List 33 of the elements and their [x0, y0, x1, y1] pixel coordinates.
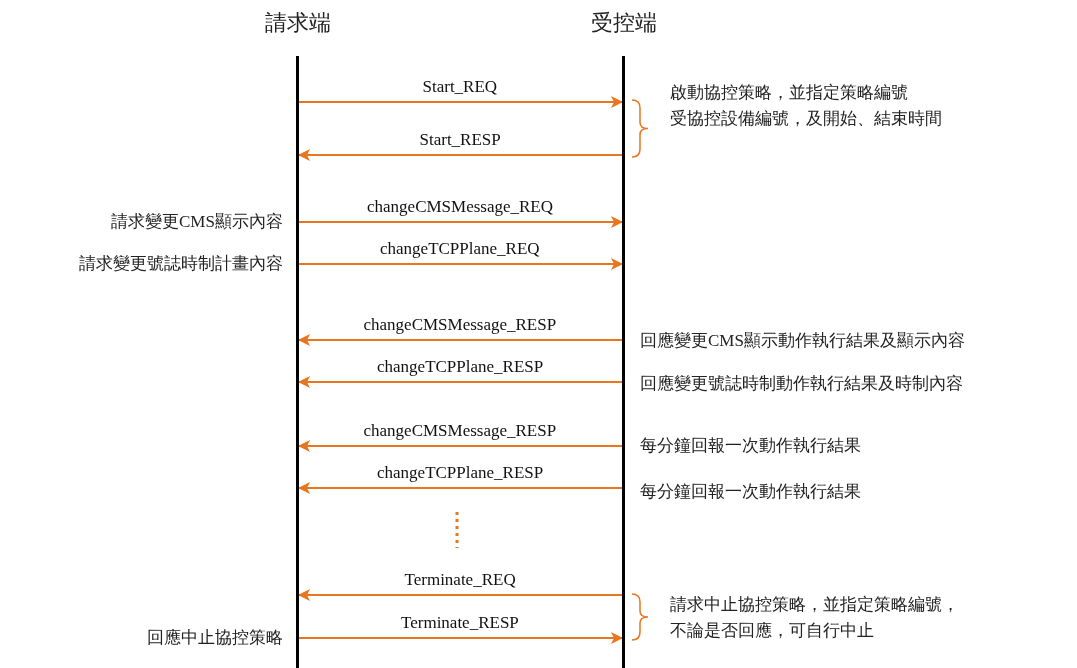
note-text: 不論是否回應，可自行中止	[670, 620, 874, 642]
participant-label: 受控端	[590, 9, 658, 37]
note-text: 回應變更號誌時制動作執行結果及時制內容	[640, 373, 963, 395]
message-label: Terminate_REQ	[404, 570, 516, 590]
note-text: 請求變更CMS顯示內容	[111, 211, 283, 233]
message-label: Start_REQ	[422, 77, 498, 97]
message-label: changeCMSMessage_REQ	[367, 197, 554, 217]
message-arrow	[298, 258, 623, 270]
message-arrow	[298, 96, 623, 108]
message-label: Start_RESP	[419, 130, 501, 150]
message-arrow	[298, 482, 623, 494]
message-arrow	[298, 334, 623, 346]
message-arrow	[298, 149, 623, 161]
note-text: 每分鐘回報一次動作執行結果	[640, 435, 861, 457]
message-label: changeTCPPlane_REQ	[380, 239, 540, 259]
message-arrow	[298, 589, 623, 601]
message-label: changeCMSMessage_RESP	[363, 421, 557, 441]
note-text: 受協控設備編號，及開始、結束時間	[670, 108, 942, 130]
message-label: changeTCPPlane_RESP	[377, 463, 544, 483]
message-label: changeTCPPlane_RESP	[377, 357, 544, 377]
note-text: 回應中止協控策略	[147, 627, 283, 649]
message-arrow	[298, 632, 623, 644]
note-text: 回應變更CMS顯示動作執行結果及顯示內容	[640, 330, 965, 352]
note-text: 請求變更號誌時制計畫內容	[79, 253, 283, 275]
message-arrow	[298, 440, 623, 452]
note-text: 啟動協控策略，並指定策略編號	[670, 82, 908, 104]
message-label: changeCMSMessage_RESP	[363, 315, 557, 335]
participant-label: 請求端	[264, 9, 332, 37]
message-label: Terminate_RESP	[401, 613, 519, 633]
note-text: 請求中止協控策略，並指定策略編號，	[670, 594, 959, 616]
message-arrow	[298, 216, 623, 228]
message-arrow	[298, 376, 623, 388]
note-text: 每分鐘回報一次動作執行結果	[640, 481, 861, 503]
